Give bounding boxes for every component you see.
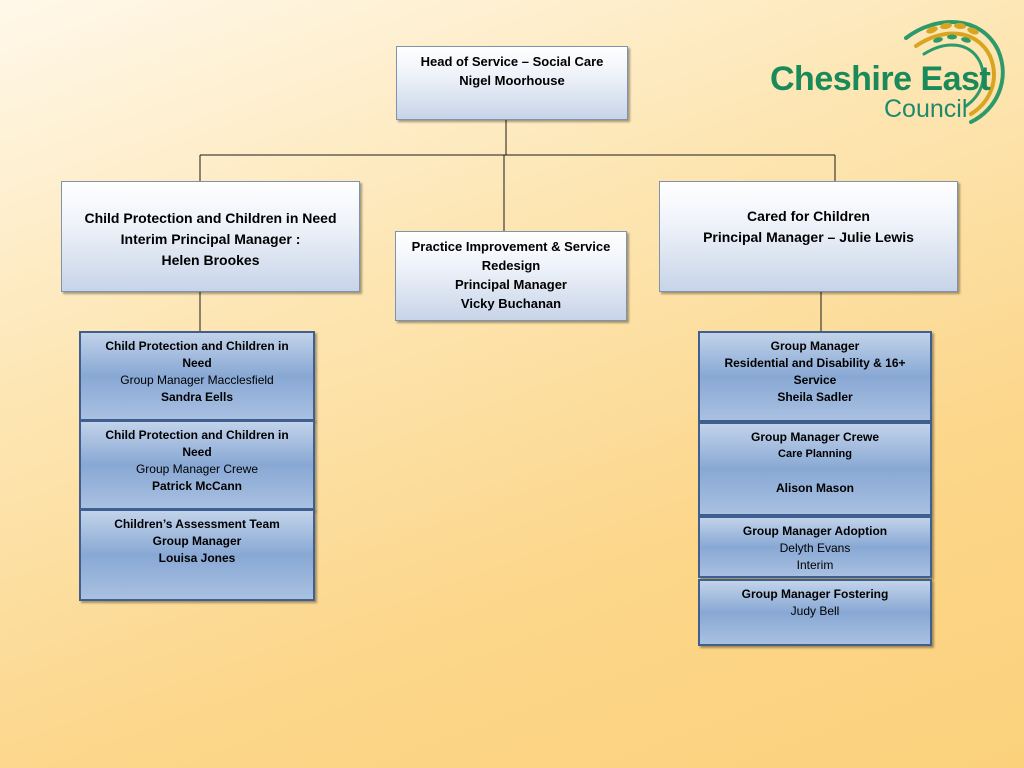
lg1-name: Patrick McCann [151,479,243,493]
pi-role: Principal Manager [455,277,567,292]
pi-name: Vicky Buchanan [460,296,562,311]
rg0-title: Group Manager [770,339,860,353]
cp-role: Interim Principal Manager : [120,231,301,247]
logo-sub-text: Council [884,95,968,123]
lg1-title-2: Need [182,445,212,459]
lg0-title: Child Protection and Children in [105,339,289,353]
child-protection-pm-box: Child Protection and Children in Need In… [61,181,360,292]
pi-title-1: Practice Improvement & Service [411,239,611,254]
rg3-title: Group Manager Fostering [741,587,889,601]
head-title: Head of Service – Social Care [420,54,604,69]
rg1-title: Group Manager Crewe [750,430,880,444]
lg0-role: Group Manager Macclesfield [120,373,274,387]
cheshire-east-council-logo: Cheshire East Council [766,10,1016,130]
head-name: Nigel Moorhouse [459,73,565,88]
practice-improvement-box: Practice Improvement & Service Redesign … [395,231,627,321]
lg2-name: Louisa Jones [158,551,236,565]
cfc-title: Cared for Children [747,208,870,224]
lg2-title: Children’s Assessment Team [114,517,280,531]
cp-name: Helen Brookes [161,252,260,268]
rg0-title-2: Residential and Disability & 16+ [724,356,906,370]
rg1-name: Alison Mason [775,481,854,495]
group-manager-macclesfield-box: Child Protection and Children in Need Gr… [79,331,315,421]
lg1-title: Child Protection and Children in [105,428,289,442]
rg0-title-3: Service [793,373,837,387]
group-manager-residential-box: Group Manager Residential and Disability… [698,331,932,422]
group-manager-adoption-box: Group Manager Adoption Delyth Evans Inte… [698,516,932,578]
assessment-team-box: Children’s Assessment Team Group Manager… [79,509,315,601]
rg2-title: Group Manager Adoption [742,524,888,538]
wheat-sheaf-icon [904,20,1005,124]
pi-title-2: Redesign [481,258,541,273]
rg0-name: Sheila Sadler [777,390,853,404]
rg1-sub: Care Planning [778,448,852,460]
group-manager-fostering-box: Group Manager Fostering Judy Bell [698,579,932,646]
rg2-name: Delyth Evans [779,541,851,555]
lg2-role: Group Manager [152,534,242,548]
head-of-service-box: Head of Service – Social Care Nigel Moor… [396,46,628,120]
cared-for-children-box: Cared for Children Principal Manager – J… [659,181,958,292]
cp-title: Child Protection and Children in Need [84,210,337,226]
rg2-status: Interim [796,558,834,572]
group-manager-crewe-cp-box: Child Protection and Children in Need Gr… [79,420,315,510]
rg3-name: Judy Bell [790,604,840,618]
rg1-spacer [700,463,930,480]
logo-brand-text: Cheshire East [770,60,991,98]
cfc-role: Principal Manager – Julie Lewis [703,229,914,245]
lg0-name: Sandra Eells [160,390,234,404]
group-manager-crewe-care-box: Group Manager Crewe Care Planning Alison… [698,422,932,516]
lg1-role: Group Manager Crewe [135,462,259,476]
lg0-title-2: Need [182,356,212,370]
